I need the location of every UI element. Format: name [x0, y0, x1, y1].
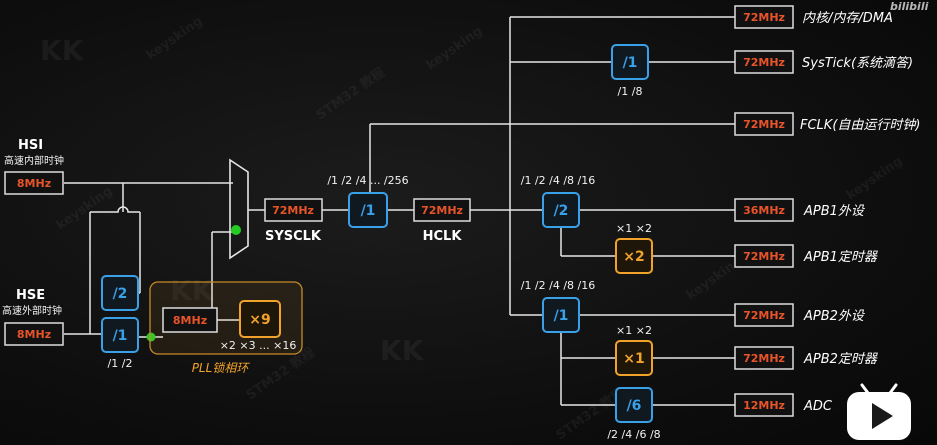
hsi-freq-box — [4, 171, 64, 195]
output-label: APB1定时器 — [803, 249, 878, 265]
watermark: keysking STM32 教程 keysking keysking STM3… — [40, 14, 906, 444]
hclk-label: HCLK — [423, 229, 463, 244]
hse-div2-label: /2 — [113, 286, 128, 302]
sysclk-label: SYSCLK — [265, 229, 322, 244]
hsi-freq: 8MHz — [17, 177, 51, 190]
sysclk-freq-box — [264, 198, 323, 222]
apb1-timer-mul-block — [615, 238, 653, 274]
output-freq: 72MHz — [743, 11, 785, 24]
output-label: ADC — [803, 399, 833, 414]
hsi-desc: 高速内部时钟 — [4, 154, 64, 167]
apb1-div-options: /1 /2 /4 /8 /16 — [521, 174, 596, 187]
apb1-div-label: /2 — [554, 203, 569, 219]
apb2-timer-mul-options: ×1 ×2 — [616, 324, 652, 337]
prediv-select-indicator — [146, 332, 156, 342]
apb2-timer-mul-block — [615, 340, 653, 376]
apb1-div-block — [542, 192, 580, 228]
output-freq: 36MHz — [743, 204, 785, 217]
hse-desc: 高速外部时钟 — [2, 304, 62, 317]
pll-input-box — [162, 307, 218, 333]
hsi-name: HSI — [18, 138, 43, 153]
pll-mul-block — [239, 300, 281, 338]
apb2-div-options: /1 /2 /4 /8 /16 — [521, 279, 596, 292]
watermark-logo: KK — [40, 34, 85, 67]
play-button-antenna — [860, 383, 870, 395]
adc-div-block — [615, 387, 653, 423]
pll-label: PLL锁相环 — [192, 361, 251, 375]
hse-div1-block — [101, 317, 139, 353]
watermark-text: keysking — [144, 14, 206, 64]
pll-input-freq: 8MHz — [173, 314, 207, 327]
output-freq-box — [734, 198, 794, 222]
play-button-antenna — [888, 383, 898, 395]
output-label: SysTick(系统滴答) — [802, 55, 913, 71]
hse-div1-label: /1 — [113, 328, 128, 344]
systick-div-label: /1 — [623, 55, 638, 71]
ahb-div-label: /1 — [361, 203, 376, 219]
hclk-freq-box — [413, 198, 471, 222]
play-icon — [872, 403, 893, 429]
adc-div-options: /2 /4 /6 /8 — [607, 428, 660, 441]
ahb-div-options: /1 /2 /4 ... /256 — [327, 174, 408, 187]
output-label: 内核/内存/DMA — [802, 11, 893, 26]
sysclk-mux — [229, 158, 249, 260]
output-freq-box — [734, 303, 794, 327]
bilibili-logo: bilibili — [890, 0, 929, 13]
ahb-div-block — [348, 192, 388, 228]
systick-div-options: /1 /8 — [618, 85, 643, 98]
play-button[interactable] — [847, 383, 911, 440]
output-freq-box — [734, 112, 794, 136]
mux-select-indicator — [231, 225, 241, 235]
output-freq-box — [734, 5, 794, 29]
hse-name: HSE — [16, 288, 45, 303]
output-freq: 72MHz — [743, 56, 785, 69]
apb1-timer-mul-options: ×1 ×2 — [616, 222, 652, 235]
apb2-div-label: /1 — [554, 308, 569, 324]
output-label: APB2定时器 — [803, 351, 878, 367]
sysclk-freq: 72MHz — [272, 204, 314, 217]
pll-mul-options: ×2 ×3 ... ×16 — [220, 339, 297, 352]
output-freq-box — [734, 393, 794, 417]
output-label: APB1外设 — [803, 204, 866, 219]
bilibili-logo-text: bilibili — [890, 0, 929, 13]
output-label: APB2外设 — [803, 309, 866, 324]
watermark-logo: KK — [170, 274, 215, 307]
hse-prediv-options: /1 /2 — [108, 357, 133, 370]
hse-freq: 8MHz — [17, 328, 51, 341]
apb1-timer-mul-label: ×2 — [623, 249, 644, 265]
hse-div2-block — [101, 275, 139, 311]
adc-div-label: /6 — [627, 398, 642, 414]
apb2-div-block — [542, 297, 580, 333]
wires — [64, 16, 735, 406]
output-freq-box — [734, 346, 794, 370]
output-label: FCLK(自由运行时钟) — [800, 118, 920, 133]
hse-freq-box — [4, 322, 64, 346]
output-freq-box — [734, 244, 794, 268]
systick-div-block — [611, 44, 649, 80]
output-freq: 12MHz — [743, 399, 785, 412]
watermark-text: STM32 教程 — [313, 64, 388, 123]
pll-mul-label: ×9 — [249, 312, 270, 328]
watermark-logo: KK — [380, 334, 425, 367]
output-freq-box — [734, 50, 794, 74]
output-freq: 72MHz — [743, 309, 785, 322]
output-freq: 72MHz — [743, 250, 785, 263]
watermark-text: keysking — [844, 154, 906, 204]
outputs: 72MHz 内核/内存/DMA 72MHz SysTick(系统滴答) 72MH… — [734, 5, 920, 417]
output-freq: 72MHz — [743, 118, 785, 131]
apb2-timer-mul-label: ×1 — [623, 351, 644, 367]
hclk-freq: 72MHz — [421, 204, 463, 217]
output-freq: 72MHz — [743, 352, 785, 365]
watermark-text: keysking — [424, 24, 486, 74]
